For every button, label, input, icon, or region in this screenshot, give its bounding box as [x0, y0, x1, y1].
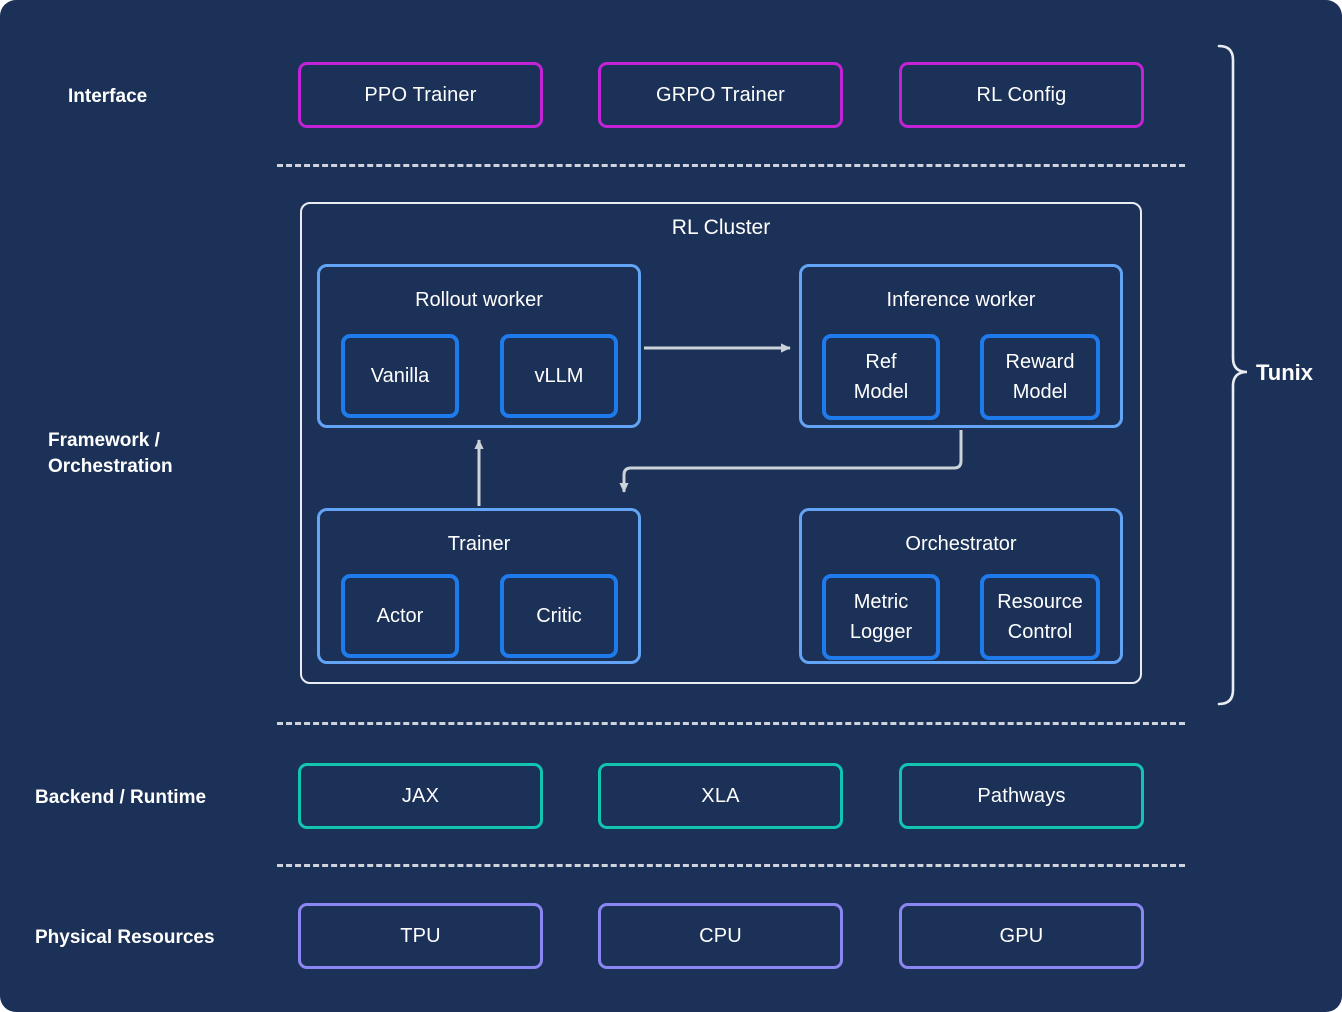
chip-xla[interactable]: XLA [598, 763, 843, 829]
leaf-label: vLLM [534, 365, 584, 387]
leaf-metric-logger[interactable]: Metric Logger [822, 574, 940, 660]
leaf-vllm[interactable]: vLLM [500, 334, 618, 418]
rollout-worker-title: Rollout worker [415, 289, 543, 311]
leaf-critic[interactable]: Critic [500, 574, 618, 658]
divider-framework-backend [277, 722, 1185, 725]
chip-tpu[interactable]: TPU [298, 903, 543, 969]
chip-label: RL Config [976, 83, 1067, 106]
chip-label: GRPO Trainer [655, 83, 786, 106]
leaf-ref-model[interactable]: Ref Model [822, 334, 940, 420]
rl-cluster-title: RL Cluster [671, 216, 771, 239]
chip-jax[interactable]: JAX [298, 763, 543, 829]
tunix-brace [1217, 44, 1248, 706]
chip-label: CPU [699, 924, 742, 947]
leaf-actor[interactable]: Actor [341, 574, 459, 658]
inference-worker-title: Inference worker [886, 289, 1036, 311]
leaf-vanilla[interactable]: Vanilla [341, 334, 459, 418]
chip-cpu[interactable]: CPU [598, 903, 843, 969]
leaf-label: Reward Model [1005, 351, 1075, 403]
leaf-label: Ref Model [853, 351, 909, 403]
row-label-physical: Physical Resources [35, 927, 215, 948]
chip-rl-config[interactable]: RL Config [899, 62, 1144, 128]
trainer-title: Trainer [447, 533, 511, 555]
brace-label-tunix: Tunix [1256, 360, 1314, 385]
leaf-label: Resource Control [997, 591, 1083, 643]
leaf-label: Vanilla [370, 365, 430, 387]
chip-ppo-trainer[interactable]: PPO Trainer [298, 62, 543, 128]
leaf-resource-control[interactable]: Resource Control [980, 574, 1100, 660]
chip-label: PPO Trainer [364, 83, 477, 106]
chip-label: XLA [701, 784, 740, 807]
leaf-label: Critic [536, 605, 582, 627]
chip-grpo-trainer[interactable]: GRPO Trainer [598, 62, 843, 128]
chip-label: GPU [999, 924, 1044, 947]
chip-pathways[interactable]: Pathways [899, 763, 1144, 829]
chip-label: TPU [400, 924, 441, 947]
leaf-label: Actor [376, 605, 424, 627]
row-label-framework: Framework / Orchestration [48, 430, 173, 477]
leaf-label: Metric Logger [849, 591, 913, 643]
row-label-backend: Backend / Runtime [35, 787, 207, 808]
chip-label: JAX [401, 784, 440, 807]
chip-label: Pathways [977, 784, 1066, 807]
leaf-reward-model[interactable]: Reward Model [980, 334, 1100, 420]
orchestrator-title: Orchestrator [905, 533, 1017, 555]
divider-backend-physical [277, 864, 1185, 867]
divider-interface-framework [277, 164, 1185, 167]
chip-gpu[interactable]: GPU [899, 903, 1144, 969]
row-label-interface: Interface [68, 86, 148, 107]
